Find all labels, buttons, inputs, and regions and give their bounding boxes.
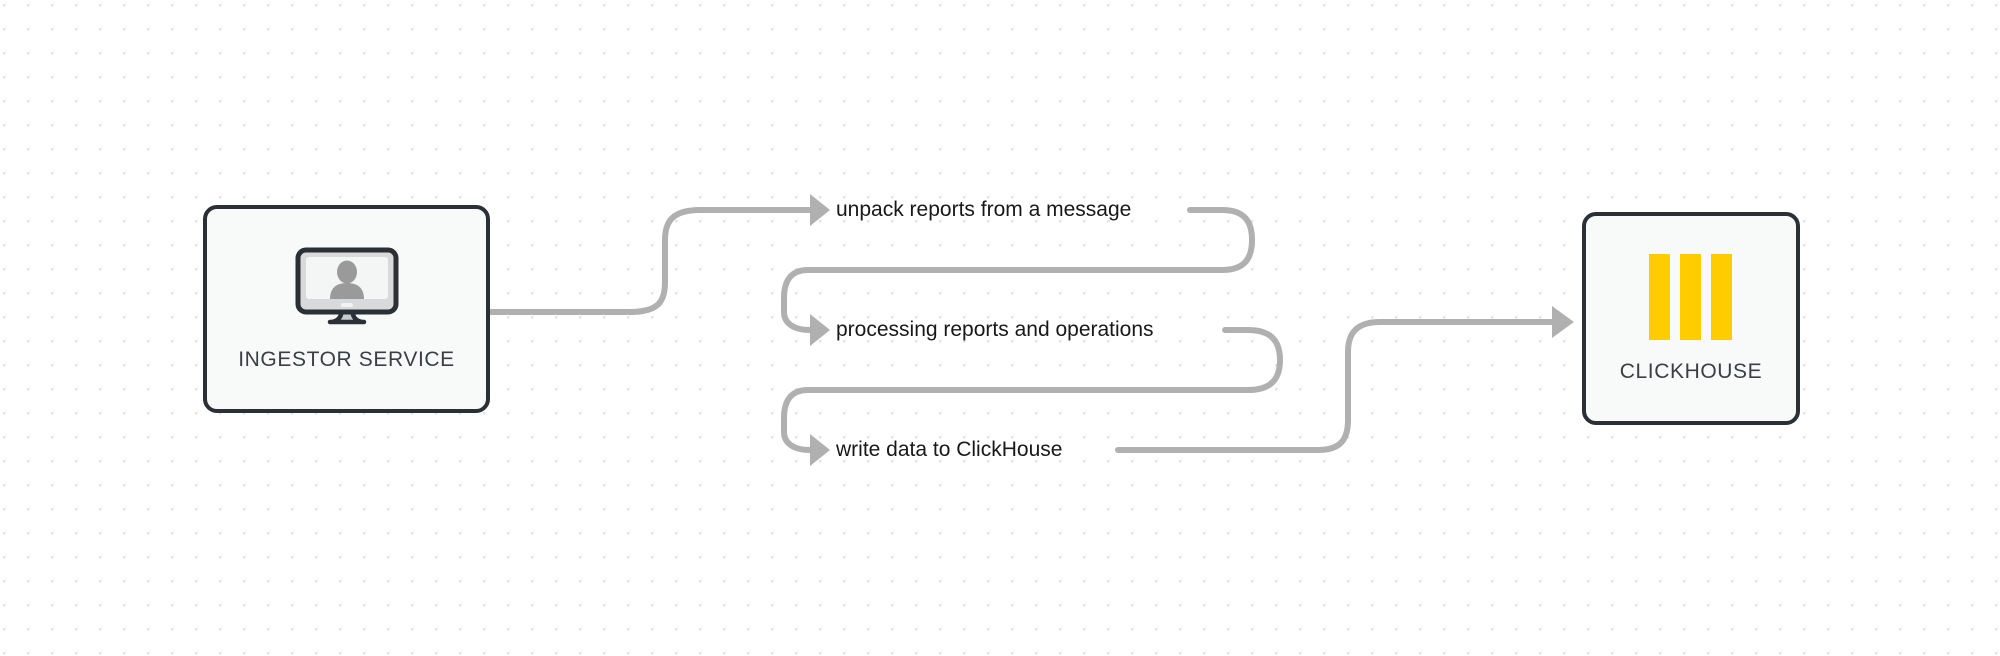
edge-path-write-data: [781, 387, 823, 453]
edge-path-processing-reports: [781, 267, 823, 333]
monitor-user-icon: [292, 246, 402, 334]
edge-label-processing-reports: processing reports and operations: [836, 318, 1154, 341]
node-ingestor-service[interactable]: INGESTOR SERVICE: [203, 205, 490, 413]
node-label-ingestor-service: INGESTOR SERVICE: [238, 348, 455, 371]
edge-path-unpack-reports: [487, 207, 813, 315]
node-clickhouse[interactable]: CLICKHOUSE: [1582, 212, 1800, 425]
node-label-clickhouse: CLICKHOUSE: [1619, 359, 1763, 383]
edge-arrowhead-to-clickhouse: [1552, 306, 1574, 338]
edge-arrowhead-unpack-reports: [810, 194, 830, 226]
edge-label-write-data: write data to ClickHouse: [836, 438, 1063, 461]
edge-arrowhead-processing-reports: [810, 314, 830, 346]
edge-path-write-data-to-clickhouse: [1115, 319, 1555, 453]
edge-arrowhead-write-data: [810, 434, 830, 466]
edge-label-unpack-reports: unpack reports from a message: [836, 198, 1132, 221]
clickhouse-bars-icon: [1643, 253, 1739, 340]
